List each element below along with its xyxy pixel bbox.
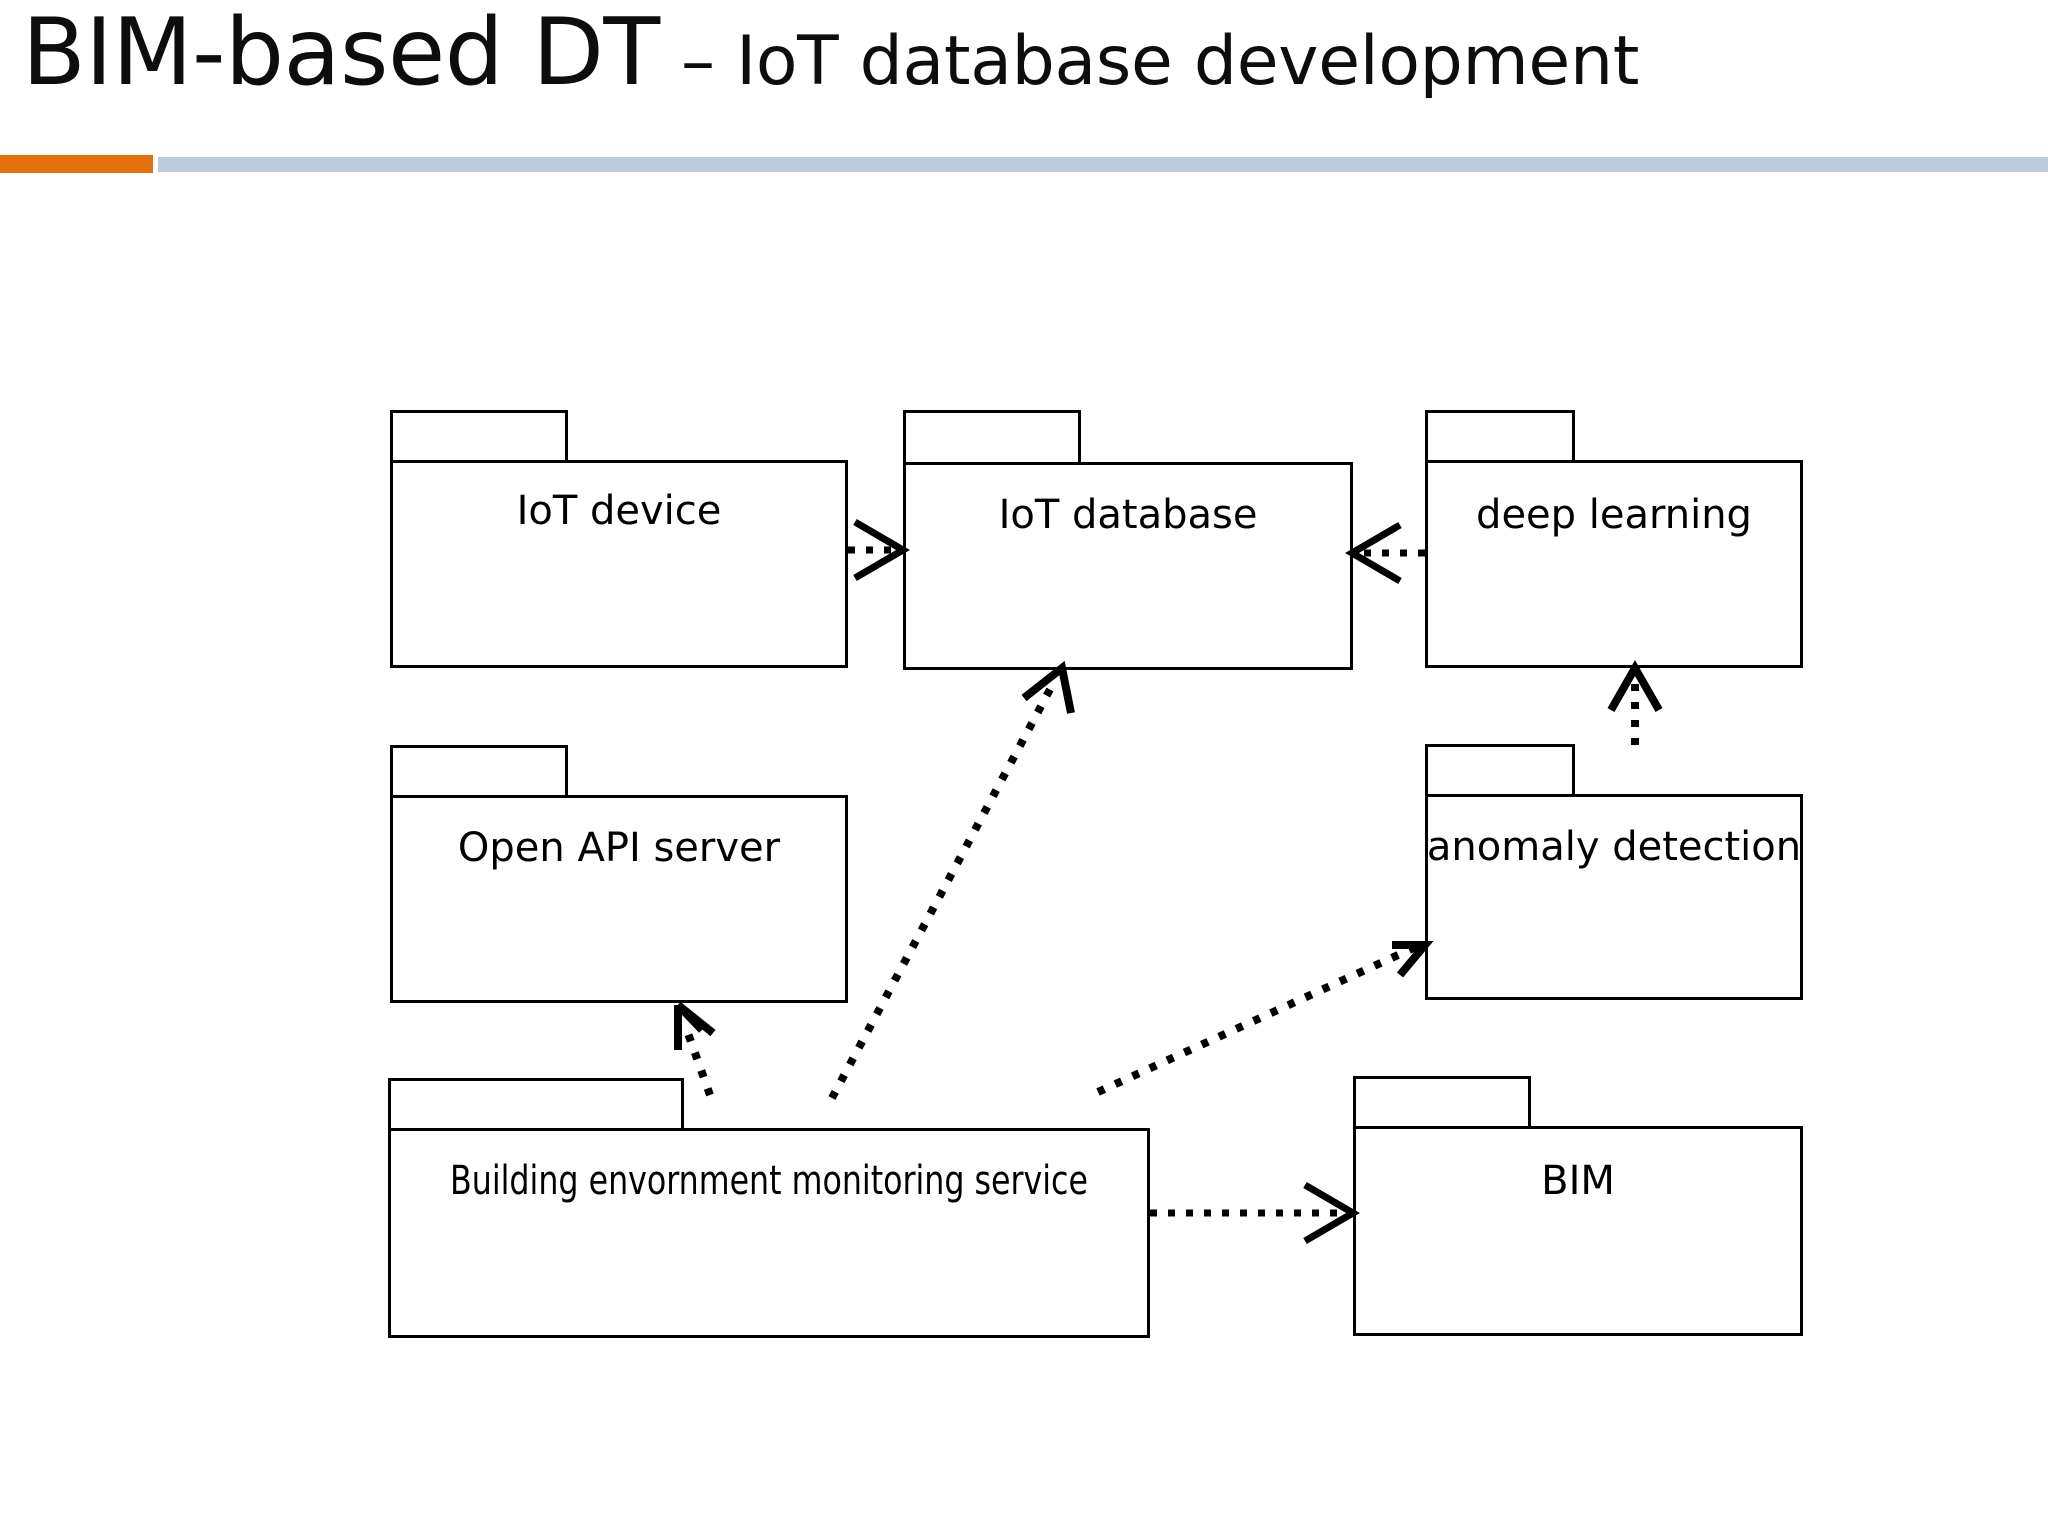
package-label: IoT device — [516, 488, 722, 534]
dependency-building-service-to-bim — [1150, 1181, 1360, 1245]
package-body — [390, 460, 848, 668]
package-anomaly-detection[interactable]: anomaly detection — [1425, 744, 1803, 1000]
package-body — [1425, 794, 1803, 1000]
package-bim[interactable]: BIM — [1353, 1076, 1803, 1336]
package-body — [903, 462, 1353, 670]
package-label: deep learning — [1476, 492, 1752, 538]
page-title-main: BIM-based DT — [22, 0, 660, 106]
title-accent-bar — [0, 155, 153, 173]
package-label: anomaly detection — [1426, 824, 1802, 870]
package-label: Open API server — [457, 825, 781, 871]
dependency-iot-device-to-iot-database — [848, 518, 910, 582]
package-iot-database[interactable]: IoT database — [903, 410, 1353, 670]
package-building-monitoring-service[interactable]: Building envornment monitoring service — [388, 1078, 1150, 1338]
title-divider-rule — [158, 157, 2048, 172]
package-open-api-server[interactable]: Open API server — [390, 745, 848, 1003]
page-title-subtitle: – IoT database development — [659, 22, 1640, 101]
dependency-anomaly-detection-to-deep-learning — [1607, 659, 1663, 745]
package-tab — [1353, 1076, 1531, 1129]
package-label: BIM — [1541, 1158, 1615, 1204]
dependency-building-service-to-iot-database — [828, 660, 1075, 1100]
package-tab — [1425, 744, 1575, 797]
package-tab — [390, 410, 568, 463]
package-tab — [1425, 410, 1575, 463]
package-tab — [388, 1078, 684, 1131]
dependency-deep-learning-to-iot-database — [1345, 521, 1425, 585]
package-deep-learning[interactable]: deep learning — [1425, 410, 1803, 668]
dependency-bim-to-anomaly-detection — [1096, 941, 1434, 1096]
package-label: IoT database — [998, 492, 1258, 538]
page-title: BIM-based DT – IoT database development — [22, 6, 1982, 136]
package-iot-device[interactable]: IoT device — [390, 410, 848, 668]
package-body — [388, 1128, 1150, 1338]
package-tab — [903, 410, 1081, 465]
package-body — [390, 795, 848, 1003]
package-label: Building envornment monitoring service — [450, 1158, 1088, 1204]
package-tab — [390, 745, 568, 798]
